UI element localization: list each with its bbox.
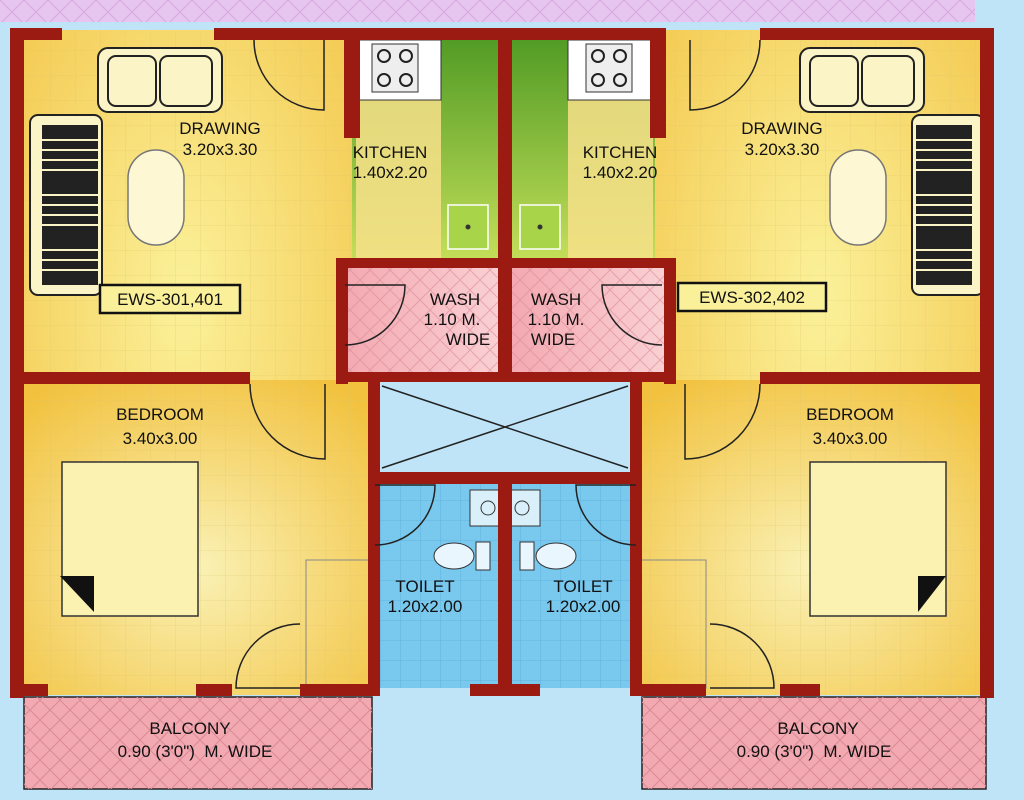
settee-left-icon xyxy=(29,114,103,296)
unit-tag-right: EWS-302,402 xyxy=(676,281,828,313)
table-right-icon xyxy=(829,149,887,246)
kitchen-left-label: KITCHEN xyxy=(353,143,428,162)
balcony-left-size: 0.90 (3'0") M. WIDE xyxy=(118,742,273,761)
kitchen-right-size: 1.40x2.20 xyxy=(583,163,658,182)
unit-tag-left-text: EWS-301,401 xyxy=(117,290,223,309)
kitchen-right-label: KITCHEN xyxy=(583,143,658,162)
wash-left-label: WASH xyxy=(430,290,480,309)
wash-right-label: WASH xyxy=(531,290,581,309)
toilet-right-label: TOILET xyxy=(553,577,612,596)
balcony-right-label: BALCONY xyxy=(777,719,858,738)
kitchen-sink-left-icon xyxy=(447,204,489,250)
bedroom-left-size: 3.40x3.00 xyxy=(123,429,198,448)
drawing-right-label: DRAWING xyxy=(741,119,823,138)
table-left-icon xyxy=(127,149,185,246)
wash-left-line3: WIDE xyxy=(446,330,490,349)
bedroom-right-label: BEDROOM xyxy=(806,405,894,424)
sofa-left-icon xyxy=(97,47,223,113)
kitchen-left-size: 1.40x2.20 xyxy=(353,163,428,182)
bed-left-icon xyxy=(60,461,199,617)
stove-right-icon xyxy=(585,43,633,93)
toilet-right-size: 1.20x2.00 xyxy=(546,597,621,616)
balcony-right-size: 0.90 (3'0") M. WIDE xyxy=(737,742,892,761)
wash-right-line2: 1.10 M. xyxy=(528,310,585,329)
wash-left-line2: 1.10 M. xyxy=(424,310,481,329)
toilet-left-label: TOILET xyxy=(395,577,454,596)
wc-right-icon xyxy=(519,541,577,571)
settee-right-icon xyxy=(911,114,985,296)
unit-tag-right-text: EWS-302,402 xyxy=(699,288,805,307)
unit-tag-left: EWS-301,401 xyxy=(98,283,242,315)
toilet-left-size: 1.20x2.00 xyxy=(388,597,463,616)
balcony-left-label: BALCONY xyxy=(149,719,230,738)
drawing-left-size: 3.20x3.30 xyxy=(183,140,258,159)
sofa-right-icon xyxy=(799,47,925,113)
bedroom-left-label: BEDROOM xyxy=(116,405,204,424)
kitchen-sink-right-icon xyxy=(519,204,561,250)
bed-right-icon xyxy=(809,461,947,617)
stove-left-icon xyxy=(371,43,419,93)
door-swings xyxy=(235,39,775,689)
drawing-right-size: 3.20x3.30 xyxy=(745,140,820,159)
walls xyxy=(10,28,994,698)
bedroom-right-size: 3.40x3.00 xyxy=(813,429,888,448)
drawing-left-label: DRAWING xyxy=(179,119,261,138)
wc-left-icon xyxy=(433,541,491,571)
wash-right-line3: WIDE xyxy=(531,330,575,349)
